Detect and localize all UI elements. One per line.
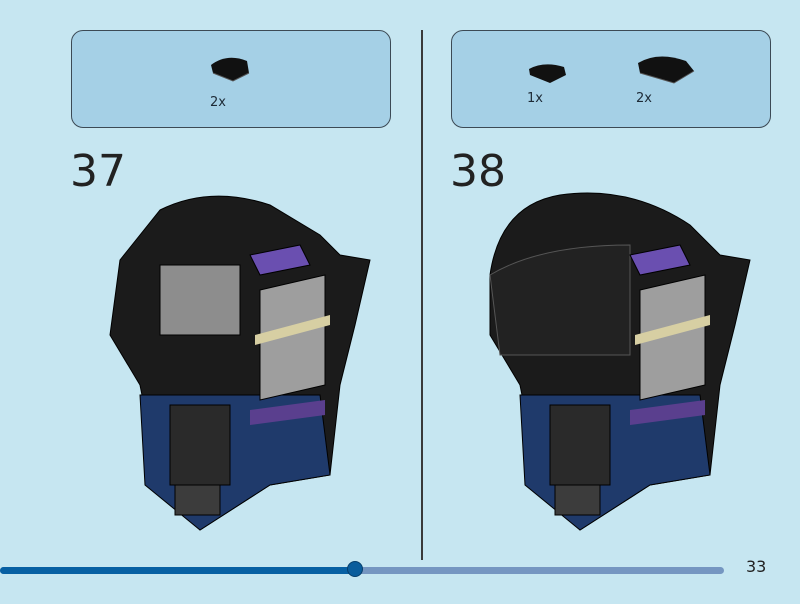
parts-callout-step-38: 1x 2x [451,30,771,128]
curved-slope-brick-icon [211,57,250,82]
part-quantity: 1x [527,91,543,106]
part-quantity: 2x [636,91,652,106]
model-illustration-step-37 [109,195,371,531]
curved-slope-brick-icon [638,56,695,84]
progress-fill [0,567,355,574]
step-divider [421,30,423,560]
curved-slope-small-icon [529,64,566,83]
step-number-38: 38 [450,146,506,197]
progress-thumb[interactable] [346,561,363,577]
progress-bar[interactable] [0,561,724,577]
part-quantity: 2x [210,95,226,110]
page-number: 33 [746,557,767,576]
model-illustration-step-38 [489,192,751,531]
step-number-37: 37 [70,146,126,197]
parts-callout-step-37: 2x [71,30,391,128]
